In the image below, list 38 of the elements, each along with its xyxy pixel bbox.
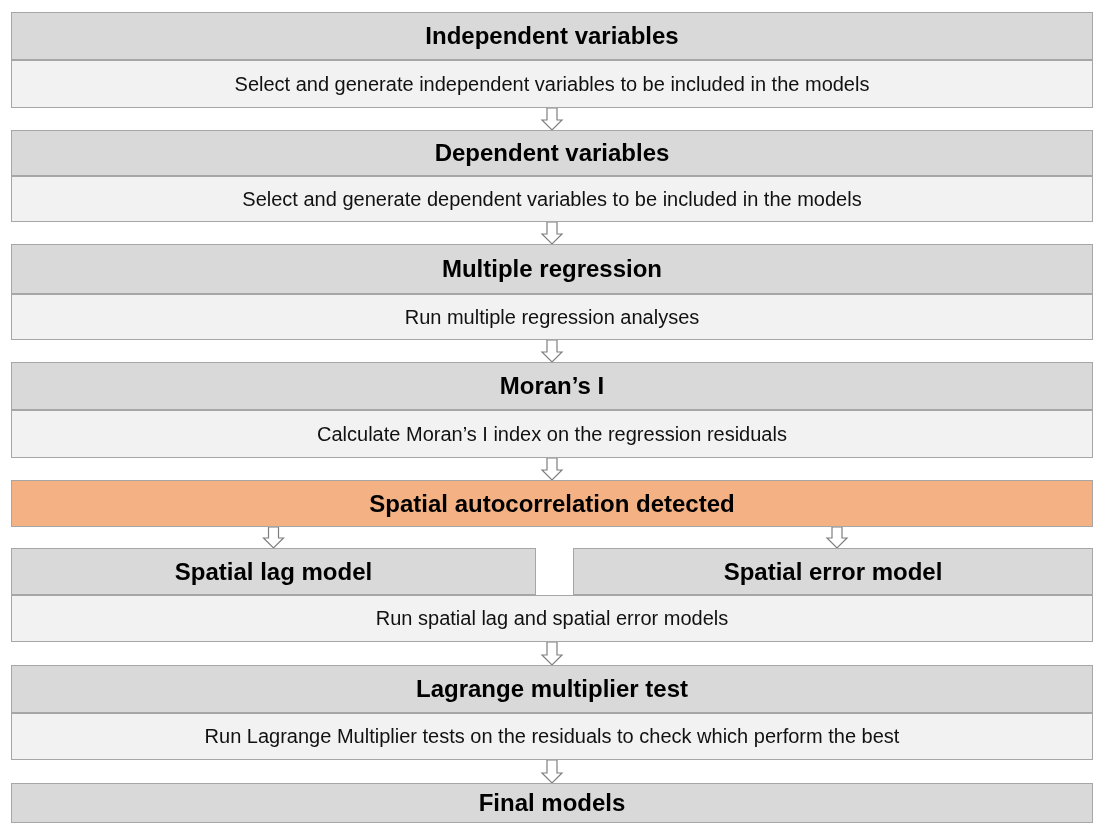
step-description: Select and generate dependent variables to be included in the models — [242, 187, 862, 211]
step-header-box — [11, 362, 1093, 410]
step-title: Final models — [478, 789, 626, 817]
step-description-box — [11, 713, 1093, 760]
step-description: Select and generate independent variables to be included in the models — [234, 72, 870, 96]
block-arrow — [540, 339, 564, 363]
step-description-box — [11, 60, 1093, 108]
step-header-box — [573, 548, 1093, 595]
step-description-box — [11, 294, 1093, 340]
step-header-box — [11, 130, 1093, 176]
step-description: Run multiple regression analyses — [404, 305, 700, 329]
step-header-box — [11, 665, 1093, 713]
step-description-box — [11, 595, 1093, 642]
step-title: Spatial lag model — [174, 557, 373, 586]
block-arrow — [540, 107, 564, 131]
block-arrow — [540, 221, 564, 245]
block-arrow — [540, 641, 564, 666]
block-arrow — [540, 457, 564, 481]
step-title: Lagrange multiplier test — [415, 675, 689, 703]
step-title: Moran’s I — [499, 372, 605, 400]
step-description-box — [11, 176, 1093, 222]
step-title: Spatial error model — [723, 557, 943, 586]
step-title: Spatial autocorrelation detected — [369, 489, 735, 518]
step-description: Run spatial lag and spatial error models — [375, 607, 729, 630]
step-description-box — [11, 410, 1093, 458]
step-description: Run Lagrange Multiplier tests on the residuals to check which perform the best — [204, 725, 900, 748]
result-box — [11, 480, 1093, 527]
step-description: Calculate Moran’s I index on the regression residuals — [317, 422, 787, 446]
step-header-box — [11, 783, 1093, 823]
step-header-box — [11, 244, 1093, 294]
step-header-box — [11, 12, 1093, 60]
block-arrow — [262, 526, 285, 549]
block-arrow — [540, 759, 564, 784]
step-title: Dependent variables — [434, 139, 670, 167]
step-header-box — [11, 548, 536, 595]
block-arrow — [825, 526, 849, 549]
step-title: Independent variables — [425, 22, 679, 50]
step-title: Multiple regression — [441, 255, 662, 283]
